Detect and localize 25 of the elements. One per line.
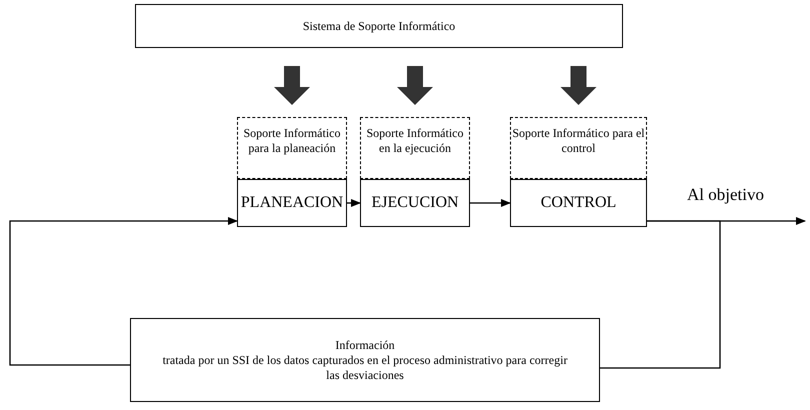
- connector-line: [600, 220, 721, 369]
- process-box: [130, 318, 600, 402]
- box-text: Soporte Informático para la planeación: [242, 126, 342, 156]
- box-text: tratada por un SSI de los datos capturados en el proceso administrativo para corregir las desviaciones: [162, 352, 568, 382]
- box-text: EJECUCION: [371, 193, 459, 213]
- box-text: Soporte Informático en la ejecución: [366, 126, 464, 156]
- process-box: [360, 179, 470, 227]
- arrow: [9, 217, 238, 366]
- process-box: [510, 179, 647, 227]
- box-text: Soporte Informático para el control: [511, 126, 646, 156]
- dashed-box: [237, 117, 347, 179]
- arrow: [347, 199, 361, 207]
- block-arrow: [397, 66, 433, 105]
- edge-label: Al objetivo: [687, 185, 764, 205]
- process-box: [237, 179, 347, 227]
- dashed-box: [510, 117, 647, 179]
- block-arrow: [274, 66, 310, 105]
- box-text: Sistema de Soporte Informático: [302, 18, 456, 34]
- box-text: PLANEACION: [240, 193, 344, 213]
- block-arrow: [560, 66, 596, 105]
- box-text: Información: [334, 338, 396, 352]
- arrow: [470, 199, 511, 207]
- box-text: CONTROL: [540, 193, 616, 213]
- dashed-box: [360, 117, 470, 179]
- process-box: [135, 4, 623, 48]
